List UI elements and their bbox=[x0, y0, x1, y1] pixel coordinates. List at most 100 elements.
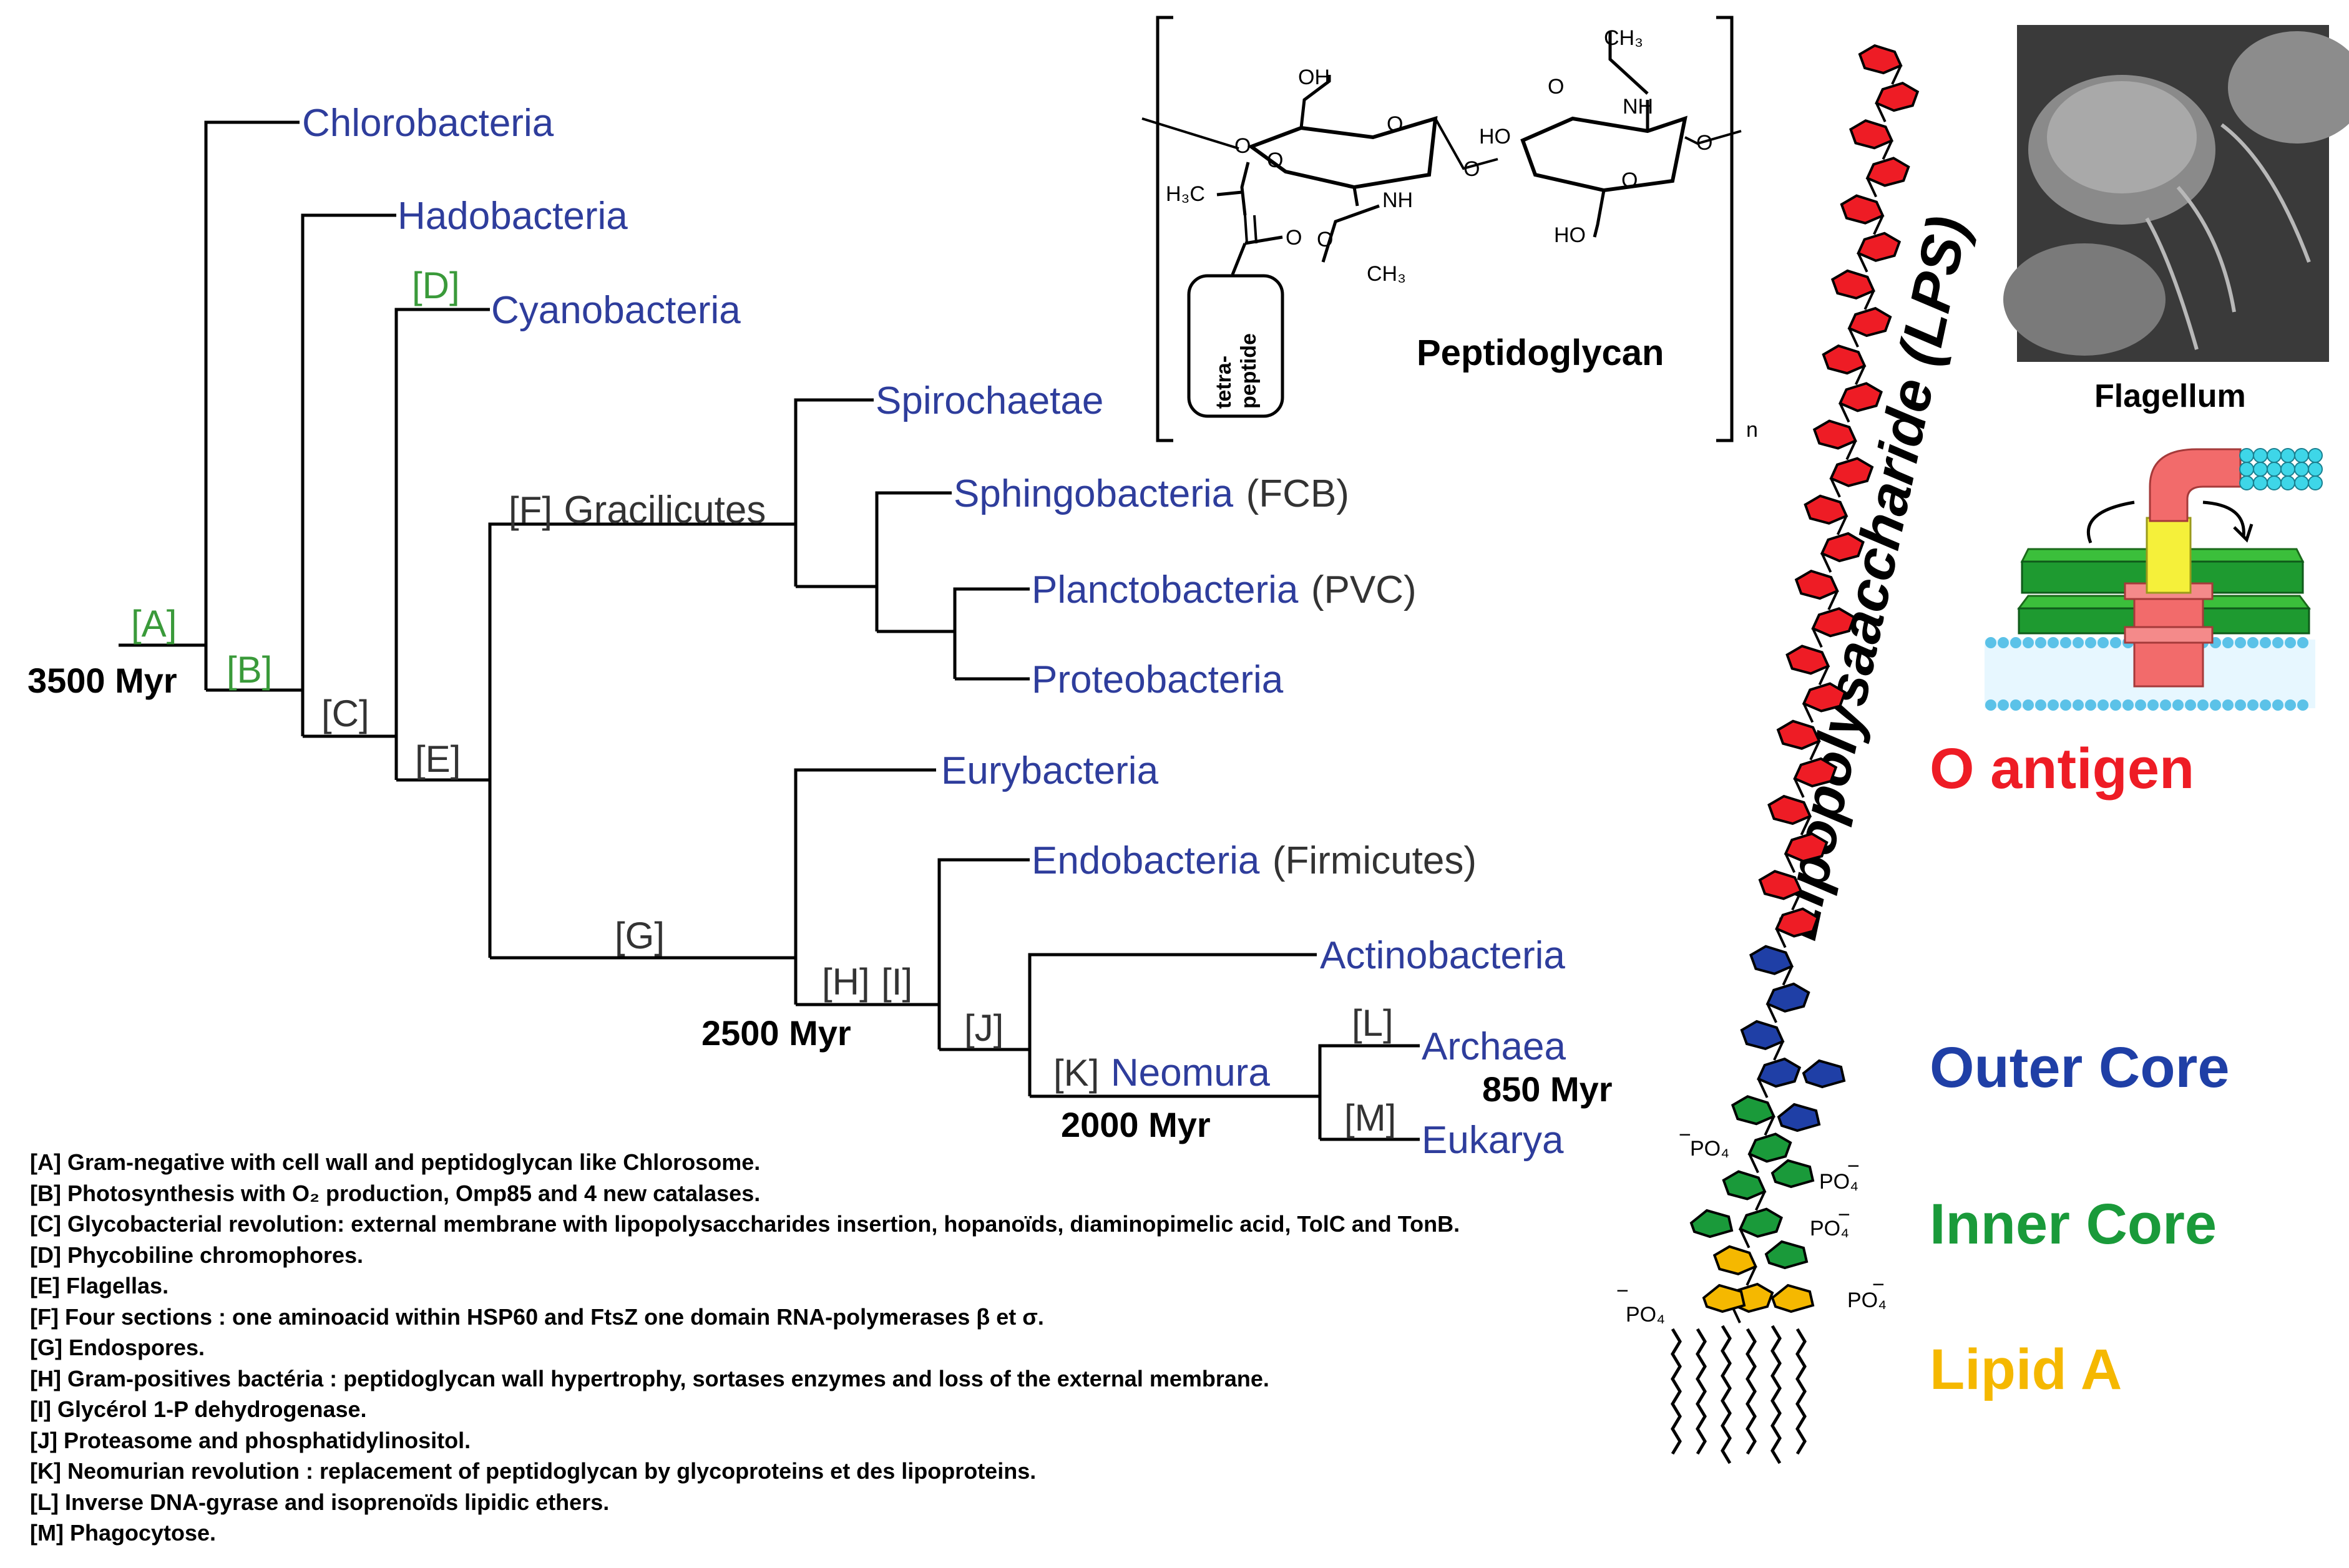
taxon-sphingobacteria-row: Sphingobacteria (FCB) bbox=[954, 472, 1349, 515]
lps-glycosidic-bond bbox=[1855, 365, 1866, 386]
tree-branch-archaea bbox=[1318, 1044, 1420, 1139]
lps-glycosidic-bond bbox=[1818, 665, 1830, 686]
time-label-2500: 2500 Myr bbox=[701, 1013, 851, 1053]
lactyl-methyl bbox=[1216, 190, 1243, 197]
lps-sugar-unit bbox=[1829, 457, 1874, 487]
peptidoglycan-title: Peptidoglycan bbox=[1417, 333, 1664, 373]
tree-branch-eury bbox=[794, 768, 936, 1005]
nag-ch3: CH₃ bbox=[1604, 26, 1643, 50]
node-label-g: [G] bbox=[615, 915, 665, 957]
middle-link-o: O bbox=[1463, 157, 1480, 181]
lps-glycosidic-bond bbox=[1866, 177, 1877, 198]
lps-glycosidic-bond bbox=[1809, 740, 1820, 761]
lps-glycosidic-bond bbox=[1827, 590, 1839, 610]
node-label-h: [H] bbox=[822, 961, 870, 1003]
tree-branch-sphingo bbox=[875, 491, 952, 631]
tree-branch-a bbox=[204, 120, 300, 690]
lipid-a-tails bbox=[1671, 1325, 1807, 1464]
carbonyl-o-bond bbox=[1244, 235, 1283, 245]
node-label-j: [J] bbox=[964, 1007, 1004, 1049]
lps-sugar-unit bbox=[1849, 119, 1894, 150]
node-label-f: [F] bbox=[509, 489, 552, 531]
right-chain-bond bbox=[1684, 130, 1742, 145]
phosphate-3-minus: − bbox=[1838, 1203, 1850, 1227]
sem-cell-3 bbox=[2003, 243, 2166, 356]
sem-flagella bbox=[2145, 123, 2311, 350]
sem-cell-2 bbox=[2228, 31, 2349, 144]
taxon-spirochaetae: Spirochaetae bbox=[876, 379, 1103, 422]
lps-sugar-chain bbox=[1689, 44, 1920, 1323]
flagellin-filament bbox=[2239, 448, 2323, 490]
lps-glycosidic-bond bbox=[1857, 252, 1868, 273]
time-label-2000: 2000 Myr bbox=[1061, 1105, 1211, 1144]
nag-ring-o: O bbox=[1621, 168, 1638, 192]
lps-sugar-unit bbox=[1756, 1057, 1802, 1088]
legend-item: [L] Inverse DNA-gyrase and isoprenoïds l… bbox=[30, 1489, 610, 1515]
legend-item: [H] Gram-positives bactéria : peptidogly… bbox=[30, 1365, 1269, 1391]
tree-time-labels: 3500 Myr 2500 Myr 2000 Myr 850 Myr bbox=[27, 661, 1613, 1144]
time-label-850: 850 Myr bbox=[1482, 1069, 1613, 1109]
taxon-endobacteria-suffix: (Firmicutes) bbox=[1272, 839, 1477, 882]
nag-ho-label: HO bbox=[1479, 125, 1511, 149]
nam-nh: NH bbox=[1382, 188, 1413, 212]
taxon-eurybacteria: Eurybacteria bbox=[941, 749, 1159, 792]
flagellum-title: Flagellum bbox=[2094, 378, 2246, 414]
nam-oh-label: OH bbox=[1298, 66, 1330, 89]
node-label-k: [K] bbox=[1053, 1052, 1099, 1094]
taxon-cyanobacteria: Cyanobacteria bbox=[491, 289, 741, 332]
lps-glycosidic-bond bbox=[1875, 102, 1887, 122]
left-chain-bond bbox=[1141, 117, 1239, 150]
taxon-eukarya: Eukarya bbox=[1422, 1119, 1564, 1162]
lps-sugar-unit bbox=[1847, 306, 1892, 338]
lps-core-sugar bbox=[1802, 1059, 1846, 1089]
label-outer-core: Outer Core bbox=[1930, 1036, 2230, 1099]
flagellum-rod bbox=[2146, 517, 2192, 594]
nam-ch3: CH₃ bbox=[1367, 262, 1406, 286]
lps-glycosidic-bond bbox=[1748, 1153, 1759, 1174]
lps-glycosidic-bond bbox=[1845, 440, 1857, 460]
taxon-endobacteria: Endobacteria bbox=[1032, 839, 1260, 882]
taxon-chlorobacteria: Chlorobacteria bbox=[302, 102, 554, 145]
lps-glycosidic-bond bbox=[1773, 1041, 1784, 1061]
legend-item: [C] Glycobacterial revolution: external … bbox=[30, 1211, 1460, 1237]
lps-glycosidic-bond bbox=[1764, 1116, 1775, 1136]
nag-ring bbox=[1520, 115, 1687, 193]
lps-glycosidic-bond bbox=[1794, 778, 1805, 798]
middle-link bbox=[1434, 118, 1498, 170]
lps-glycosidic-bond bbox=[1848, 328, 1859, 348]
legend-item: [M] Phagocytose. bbox=[30, 1520, 217, 1546]
bracket-right bbox=[1716, 16, 1734, 442]
lps-sugar-unit bbox=[1840, 194, 1885, 225]
nam-ether-o: O bbox=[1267, 149, 1283, 172]
tree-branch-actino bbox=[1028, 953, 1317, 1096]
nag-nh: NH bbox=[1623, 95, 1653, 119]
tree-branch-spiro bbox=[794, 398, 874, 587]
lps-glycosidic-bond bbox=[1800, 816, 1812, 835]
lps-glycosidic-bond bbox=[1891, 65, 1902, 85]
flagellum-panel: Flagellum bbox=[1985, 25, 2349, 711]
taxon-sphingobacteria: Sphingobacteria bbox=[954, 472, 1234, 515]
legend-item: [I] Glycérol 1-P dehydrogenase. bbox=[30, 1396, 367, 1422]
phosphate-4: PO₄ bbox=[1626, 1303, 1665, 1327]
carbonyl bbox=[1244, 215, 1258, 244]
legend-item: [G] Endospores. bbox=[30, 1335, 205, 1360]
lps-sugar-unit bbox=[1722, 1170, 1767, 1200]
lps-sugar-unit bbox=[1856, 231, 1902, 262]
lps-sugar-unit bbox=[1875, 81, 1920, 112]
time-label-3500: 3500 Myr bbox=[27, 661, 177, 700]
lps-sugar-unit bbox=[1811, 607, 1856, 638]
lps-sugar-unit bbox=[1749, 945, 1794, 975]
rotation-arrowhead bbox=[2233, 523, 2254, 543]
phosphate-5-minus: − bbox=[1872, 1273, 1885, 1297]
tetrapeptide-box bbox=[1187, 274, 1284, 418]
lps-sugar-unit bbox=[1812, 419, 1857, 450]
node-label-k-row: [K] Neomura bbox=[1053, 1051, 1270, 1094]
taxon-planctobacteria-suffix: (PVC) bbox=[1311, 568, 1417, 611]
lps-sugar-unit bbox=[1830, 269, 1876, 300]
nam-acetyl-o: O bbox=[1317, 228, 1333, 251]
lps-sugar-unit bbox=[1804, 494, 1848, 525]
taxon-archaea: Archaea bbox=[1422, 1025, 1566, 1068]
label-lipid-a: Lipid A bbox=[1930, 1338, 2122, 1401]
peptidoglycan-structure: n OH O O H₃C O NH CH₃ O tetra- peptide O… bbox=[1141, 16, 1758, 442]
taxon-endobacteria-row: Endobacteria (Firmicutes) bbox=[1032, 839, 1477, 882]
